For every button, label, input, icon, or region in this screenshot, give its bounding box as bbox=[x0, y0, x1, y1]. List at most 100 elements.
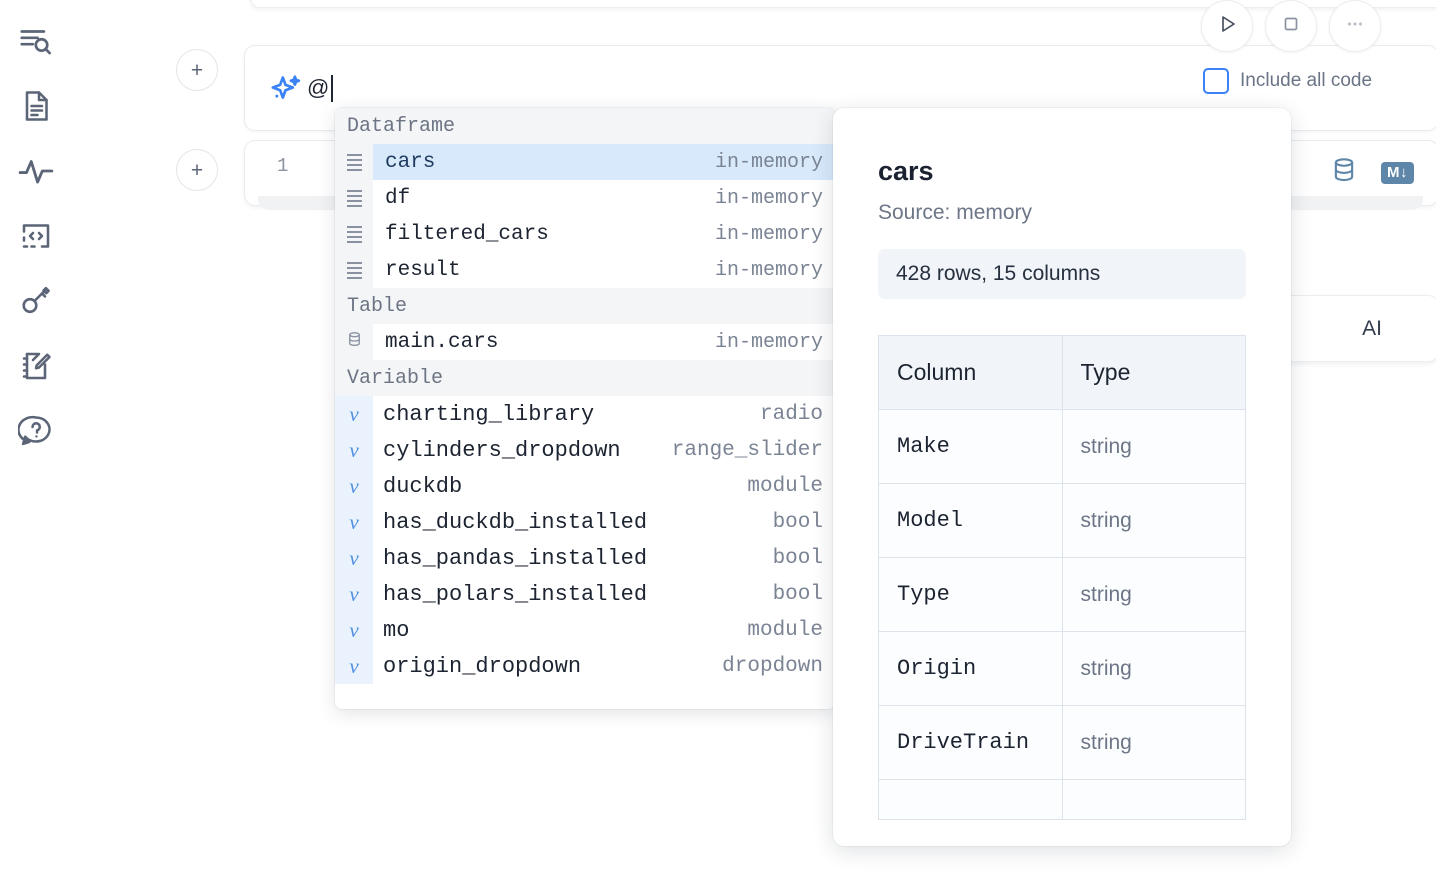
activity-icon bbox=[17, 152, 55, 190]
autocomplete-item-type: in-memory bbox=[714, 150, 823, 174]
autocomplete-item-type: range_slider bbox=[671, 438, 823, 462]
schema-column-type bbox=[1061, 779, 1246, 820]
autocomplete-item-icon: v bbox=[335, 468, 373, 504]
autocomplete-item-name: df bbox=[385, 186, 411, 210]
sidebar-item-explore[interactable] bbox=[13, 18, 59, 64]
autocomplete-item-icon: v bbox=[335, 432, 373, 468]
autocomplete-item-name: charting_library bbox=[383, 401, 595, 427]
schema-column-name: Type bbox=[878, 557, 1063, 632]
schema-column-type: string bbox=[1061, 409, 1246, 484]
autocomplete-item-name: has_duckdb_installed bbox=[383, 509, 648, 535]
markdown-badge[interactable]: M↓ bbox=[1381, 161, 1414, 184]
column-header-column: Column bbox=[878, 335, 1063, 410]
sidebar-item-notebook[interactable] bbox=[13, 83, 59, 129]
dataframe-preview-panel: cars Source: memory 428 rows, 15 columns… bbox=[833, 108, 1291, 846]
sparkles-icon bbox=[267, 72, 305, 115]
variable-icon: v bbox=[349, 617, 359, 642]
preview-source: Source: memory bbox=[878, 201, 1033, 224]
autocomplete-item-name: cylinders_dropdown bbox=[383, 437, 621, 463]
sidebar-item-secrets[interactable] bbox=[13, 278, 59, 324]
plus-icon: + bbox=[190, 158, 204, 182]
stop-button[interactable] bbox=[1265, 0, 1317, 52]
run-button[interactable] bbox=[1201, 0, 1253, 52]
autocomplete-item-icon bbox=[335, 252, 373, 288]
ai-prompt-value: @ bbox=[307, 75, 330, 100]
autocomplete-item-name: origin_dropdown bbox=[383, 653, 582, 679]
autocomplete-item-type: radio bbox=[759, 402, 823, 426]
autocomplete-item-type: in-memory bbox=[714, 186, 823, 210]
variable-icon: v bbox=[349, 653, 359, 678]
dataframe-icon bbox=[346, 225, 362, 243]
more-actions-button[interactable] bbox=[1329, 0, 1381, 52]
schema-column-name bbox=[878, 779, 1063, 820]
autocomplete-item-type: dropdown bbox=[722, 654, 823, 678]
autocomplete-item-name: result bbox=[385, 258, 461, 282]
code-snippet-icon bbox=[18, 218, 54, 254]
plus-icon: + bbox=[190, 58, 204, 82]
autocomplete-item[interactable]: v cylinders_dropdown range_slider bbox=[335, 432, 835, 468]
schema-column-name: Make bbox=[878, 409, 1063, 484]
sidebar-item-help[interactable] bbox=[13, 408, 59, 454]
autocomplete-item-name: mo bbox=[383, 617, 410, 643]
autocomplete-item-type: in-memory bbox=[714, 330, 823, 354]
text-caret bbox=[330, 74, 333, 102]
schema-column-name: DriveTrain bbox=[878, 705, 1063, 780]
autocomplete-item-icon: v bbox=[335, 396, 373, 432]
ai-cell-actions bbox=[1201, 0, 1381, 52]
add-cell-above-button[interactable]: + bbox=[176, 49, 218, 91]
sidebar-item-snippets[interactable] bbox=[13, 213, 59, 259]
variable-icon: v bbox=[349, 581, 359, 606]
search-outline-icon bbox=[17, 22, 55, 60]
autocomplete-item[interactable]: result in-memory bbox=[335, 252, 835, 288]
database-icon bbox=[345, 330, 364, 354]
autocomplete-item-type: in-memory bbox=[714, 258, 823, 282]
autocomplete-item-type: in-memory bbox=[714, 222, 823, 246]
dataframe-icon bbox=[346, 261, 362, 279]
autocomplete-section-header: Table bbox=[335, 288, 835, 324]
autocomplete-item[interactable]: v charting_library radio bbox=[335, 396, 835, 432]
autocomplete-item[interactable]: v origin_dropdown dropdown bbox=[335, 648, 835, 684]
sidebar-item-scratchpad[interactable] bbox=[13, 343, 59, 389]
include-all-code-checkbox[interactable] bbox=[1203, 68, 1229, 94]
preview-title: cars bbox=[878, 156, 934, 186]
ai-float-button[interactable]: AI bbox=[1262, 295, 1436, 362]
autocomplete-item-name: duckdb bbox=[383, 473, 463, 499]
ai-prompt-input[interactable]: @ bbox=[307, 68, 1418, 108]
autocomplete-section-header: Variable bbox=[335, 360, 835, 396]
scratchpad-icon bbox=[18, 348, 54, 384]
autocomplete-item[interactable]: main.cars in-memory bbox=[335, 324, 835, 360]
sidebar-item-runtime[interactable] bbox=[13, 148, 59, 194]
variable-icon: v bbox=[349, 473, 359, 498]
autocomplete-item-type: module bbox=[747, 618, 823, 642]
include-all-code-toggle[interactable]: Include all code bbox=[1203, 68, 1372, 94]
schema-column-type: string bbox=[1061, 557, 1246, 632]
autocomplete-item[interactable]: df in-memory bbox=[335, 180, 835, 216]
autocomplete-item-icon: v bbox=[335, 504, 373, 540]
left-sidebar bbox=[0, 0, 72, 874]
database-icon[interactable] bbox=[1329, 155, 1359, 190]
include-all-code-label: Include all code bbox=[1240, 70, 1373, 91]
stop-square-icon bbox=[1279, 12, 1303, 41]
autocomplete-item-icon: v bbox=[335, 540, 373, 576]
autocomplete-item-name: has_polars_installed bbox=[383, 581, 648, 607]
variable-icon: v bbox=[349, 437, 359, 462]
autocomplete-item-icon bbox=[335, 144, 373, 180]
line-number: 1 bbox=[277, 155, 289, 177]
add-cell-below-button[interactable]: + bbox=[176, 149, 218, 191]
autocomplete-item-name: main.cars bbox=[385, 330, 499, 354]
schema-column-type: string bbox=[1061, 483, 1246, 558]
key-icon bbox=[18, 283, 54, 319]
